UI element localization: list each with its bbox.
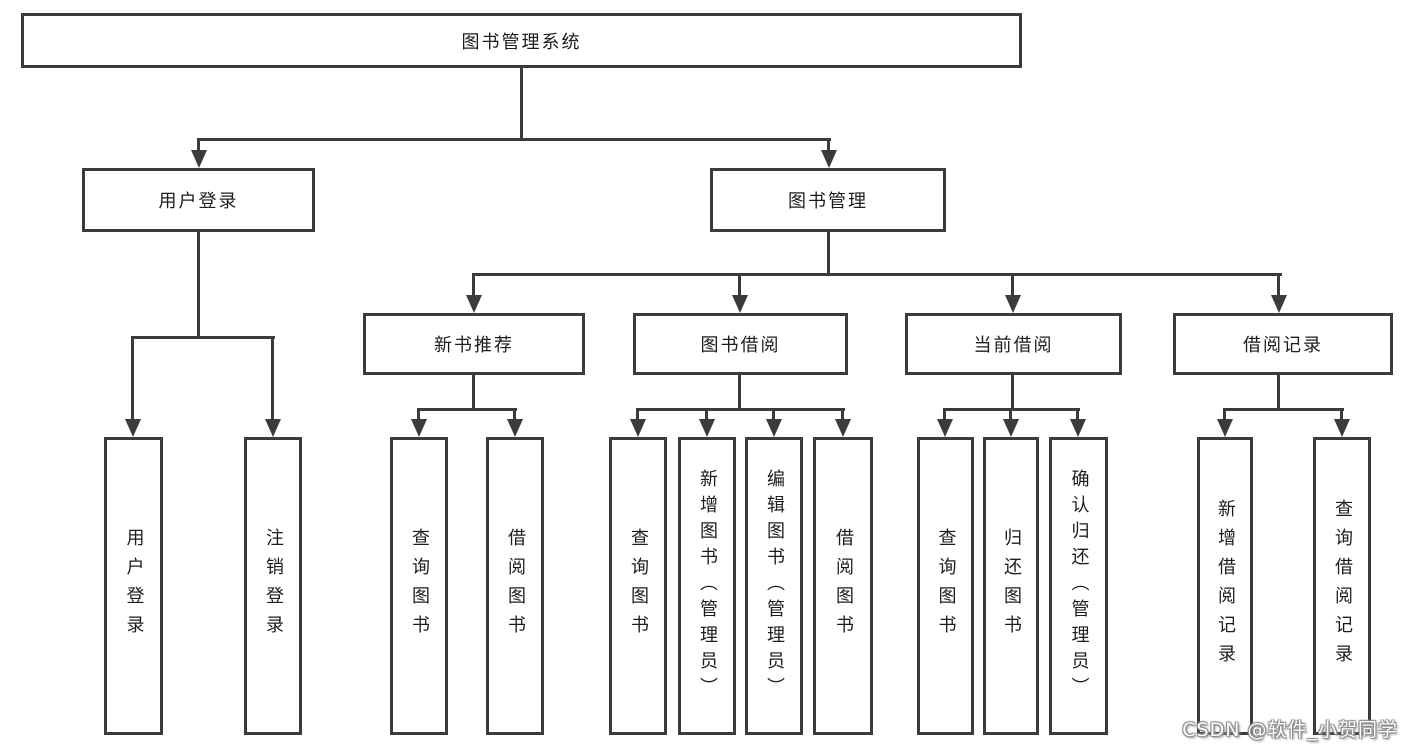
arrow-to-borrowing-query: [630, 419, 646, 437]
connector-stem-current-query: [943, 408, 946, 422]
arrow-to-new-book-recommend: [466, 295, 482, 313]
node-new-book-recommend: 新书推荐: [363, 313, 585, 375]
arrow-to-book-management: [821, 150, 837, 168]
arrow-to-recommend-borrow: [507, 419, 523, 437]
leaf-current-query-books: 查询图书: [917, 437, 974, 735]
connector-stem-current-confirm: [1076, 408, 1079, 422]
arrow-to-records-query: [1334, 419, 1350, 437]
connector-stem-recommend-query: [417, 408, 420, 422]
leaf-user-login-label: 用户登录: [123, 528, 145, 644]
leaf-records-query-record: 查询借阅记录: [1313, 437, 1371, 735]
connector-current-stem: [1011, 375, 1014, 408]
leaf-current-return-books: 归还图书: [983, 437, 1039, 735]
connector-stem-borrowing-edit: [772, 408, 775, 422]
leaf-records-add-record-label: 新增借阅记录: [1215, 499, 1236, 673]
leaf-logout-label: 注销登录: [263, 528, 284, 644]
leaf-logout: 注销登录: [244, 437, 302, 735]
arrow-to-borrowing-borrow: [835, 419, 851, 437]
arrow-to-borrowing-edit: [766, 419, 782, 437]
arrow-to-leaf-user-login: [125, 419, 141, 437]
leaf-borrowing-edit-books-admin-label: 编辑图书（管理员）: [764, 469, 785, 703]
connector-stem-book-management: [827, 138, 830, 154]
leaf-current-confirm-return-admin: 确认归还（管理员）: [1049, 437, 1108, 735]
leaf-borrowing-add-books-admin: 新增图书（管理员）: [678, 437, 736, 735]
connector-root-bar: [197, 138, 831, 141]
node-current-borrowing: 当前借阅: [905, 313, 1122, 375]
connector-stem-current-return: [1009, 408, 1012, 422]
connector-stem-records-query: [1340, 408, 1343, 422]
connector-stem-current-borrowing: [1011, 273, 1014, 297]
leaf-recommend-borrow-books: 借阅图书: [486, 437, 544, 735]
leaf-records-query-record-label: 查询借阅记录: [1332, 499, 1353, 673]
node-book-management: 图书管理: [710, 168, 946, 232]
leaf-user-login: 用户登录: [104, 437, 163, 735]
connector-recommend-stem: [472, 375, 475, 408]
connector-recommend-bar: [417, 408, 517, 411]
connector-user-login-stem: [197, 232, 200, 336]
connector-root-stem: [520, 68, 523, 138]
connector-stem-borrowing-add: [705, 408, 708, 422]
connector-stem-records-add: [1223, 408, 1226, 422]
leaf-recommend-borrow-books-label: 借阅图书: [505, 528, 526, 644]
arrow-to-borrowing-records: [1271, 295, 1287, 313]
connector-user-login-bar: [131, 336, 275, 339]
leaf-borrowing-add-books-admin-label: 新增图书（管理员）: [697, 469, 718, 703]
connector-stem-leaf-logout: [271, 336, 274, 421]
leaf-records-add-record: 新增借阅记录: [1197, 437, 1253, 735]
leaf-borrowing-query-books-label: 查询图书: [628, 528, 649, 644]
connector-stem-user-login: [197, 138, 200, 154]
connector-stem-leaf-user-login: [131, 336, 134, 421]
connector-records-bar: [1223, 408, 1344, 411]
connector-borrowing-stem: [738, 375, 741, 408]
arrow-to-current-query: [937, 419, 953, 437]
connector-stem-borrowing-borrow: [841, 408, 844, 422]
connector-borrowing-bar: [636, 408, 845, 411]
node-root-library-management-system: 图书管理系统: [21, 13, 1022, 68]
leaf-borrowing-borrow-books-label: 借阅图书: [833, 528, 854, 644]
connector-book-management-stem: [827, 232, 830, 273]
connector-stem-new-book-recommend: [472, 273, 475, 297]
arrow-to-current-confirm: [1070, 419, 1086, 437]
connector-stem-borrowing-records: [1277, 273, 1280, 297]
leaf-borrowing-query-books: 查询图书: [609, 437, 667, 735]
node-book-borrowing: 图书借阅: [633, 313, 848, 375]
arrow-to-current-borrowing: [1005, 295, 1021, 313]
node-user-login: 用户登录: [82, 168, 315, 232]
connector-stem-book-borrowing: [738, 273, 741, 297]
leaf-current-query-books-label: 查询图书: [935, 528, 957, 644]
leaf-recommend-query-books-label: 查询图书: [409, 528, 430, 644]
connector-stem-recommend-borrow: [513, 408, 516, 422]
node-borrowing-records: 借阅记录: [1173, 313, 1393, 375]
connector-stem-borrowing-query: [636, 408, 639, 422]
leaf-current-confirm-return-admin-label: 确认归还（管理员）: [1068, 469, 1090, 703]
arrow-to-recommend-query: [411, 419, 427, 437]
leaf-borrowing-borrow-books: 借阅图书: [813, 437, 873, 735]
csdn-watermark: CSDN @软件_小贺同学: [1182, 719, 1398, 741]
connector-book-management-bar: [472, 273, 1282, 276]
leaf-recommend-query-books: 查询图书: [390, 437, 448, 735]
leaf-current-return-books-label: 归还图书: [1001, 528, 1022, 644]
arrow-to-records-add: [1217, 419, 1233, 437]
arrow-to-current-return: [1003, 419, 1019, 437]
connector-records-stem: [1277, 375, 1280, 408]
arrow-to-book-borrowing: [732, 295, 748, 313]
arrow-to-leaf-logout: [265, 419, 281, 437]
arrow-to-borrowing-add: [699, 419, 715, 437]
leaf-borrowing-edit-books-admin: 编辑图书（管理员）: [745, 437, 803, 735]
arrow-to-user-login: [191, 150, 207, 168]
